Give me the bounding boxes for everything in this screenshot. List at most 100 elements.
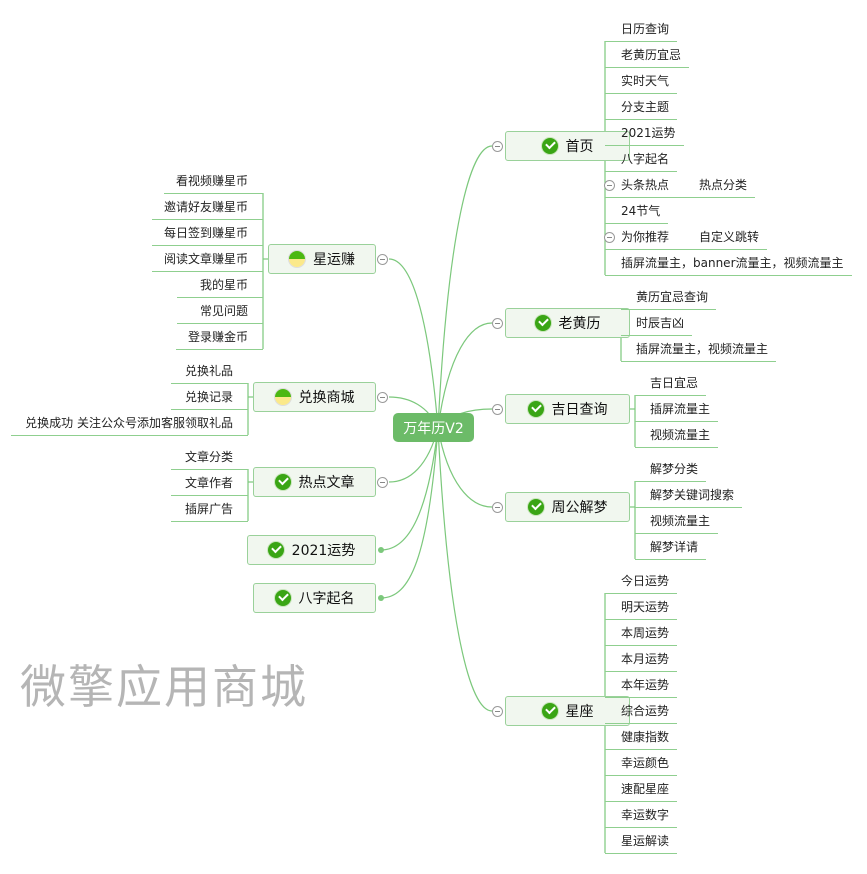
child-label: 时辰吉凶 [636, 316, 685, 330]
check-icon [527, 401, 544, 417]
child-item[interactable]: 黄历宜忌查询 [621, 285, 717, 310]
left-node-3[interactable]: 2021运势 [247, 535, 376, 565]
child-item[interactable]: 吉日宜忌 [635, 371, 707, 396]
collapse-toggle[interactable] [492, 141, 503, 152]
connector [380, 427, 439, 551]
child-label: 今日运势 [621, 574, 670, 588]
child-item[interactable]: 看视频赚星币 [163, 169, 263, 194]
collapse-toggle[interactable] [492, 404, 503, 415]
root-node[interactable]: 万年历V2 [393, 413, 474, 442]
child-label: 视频流量主 [650, 514, 711, 528]
child-item[interactable]: 兑换记录 [170, 385, 248, 410]
child-label: 解梦关键词搜索 [650, 488, 735, 502]
child-item[interactable]: 登录赚金币 [175, 325, 263, 350]
child-item[interactable]: 插屏广告 [170, 497, 248, 522]
child-item[interactable]: 文章分类 [170, 445, 248, 470]
child-label: 幸运数字 [621, 808, 670, 822]
connector [437, 322, 493, 429]
child-item[interactable]: 解梦分类 [635, 457, 707, 482]
child-item[interactable]: 插屏流量主，banner流量主，视频流量主 [605, 251, 852, 276]
sub-item-label[interactable]: 自定义跳转 [699, 230, 760, 244]
node-label: 八字起名 [298, 591, 355, 607]
child-label: 登录赚金币 [187, 330, 248, 344]
child-label: 兑换成功 关注公众号添加客服领取礼品 [25, 416, 233, 430]
child-label: 分支主题 [621, 100, 670, 114]
child-item[interactable]: 邀请好友赚星币 [151, 195, 263, 220]
child-item[interactable]: 老黄历宜忌 [605, 43, 690, 68]
child-item[interactable]: 解梦详请 [635, 535, 707, 560]
child-item[interactable]: 本月运势 [605, 647, 678, 672]
child-label: 实时天气 [621, 74, 670, 88]
child-label: 视频流量主 [650, 428, 711, 442]
watermark: 微擎应用商城 [20, 660, 308, 714]
collapse-toggle[interactable] [604, 232, 615, 243]
child-item[interactable]: 兑换礼品 [170, 359, 248, 384]
right-node-3[interactable]: 周公解梦 [505, 492, 630, 522]
child-item[interactable]: 健康指数 [605, 725, 678, 750]
left-node-2[interactable]: 热点文章 [253, 467, 376, 497]
child-item[interactable]: 2021运势 [605, 121, 684, 146]
collapse-toggle[interactable] [377, 392, 388, 403]
child-item[interactable]: 24节气 [605, 199, 669, 224]
child-item[interactable]: 速配星座 [605, 777, 678, 802]
child-item[interactable]: 星运解读 [605, 829, 678, 854]
node-label: 老黄历 [558, 316, 601, 332]
child-item[interactable]: 头条热点热点分类 [605, 173, 756, 198]
left-node-1[interactable]: 兑换商城 [253, 382, 376, 412]
child-label: 我的星币 [199, 278, 248, 292]
left-node-4[interactable]: 八字起名 [253, 583, 376, 613]
child-item[interactable]: 本周运势 [605, 621, 678, 646]
child-label: 健康指数 [621, 730, 670, 744]
child-item[interactable]: 阅读文章赚星币 [151, 247, 263, 272]
child-label: 插屏流量主 [650, 402, 711, 416]
child-item[interactable]: 解梦关键词搜索 [635, 483, 743, 508]
collapse-toggle[interactable] [377, 254, 388, 265]
child-item[interactable]: 八字起名 [605, 147, 678, 172]
child-item[interactable]: 日历查询 [605, 17, 678, 42]
child-item[interactable]: 综合运势 [605, 699, 678, 724]
collapse-toggle[interactable] [492, 502, 503, 513]
child-label: 插屏流量主，视频流量主 [636, 342, 769, 356]
child-label: 每日签到赚星币 [163, 226, 248, 240]
node-label: 兑换商城 [298, 390, 355, 406]
collapse-toggle[interactable] [604, 180, 615, 191]
collapse-toggle[interactable] [492, 318, 503, 329]
child-item[interactable]: 我的星币 [177, 273, 263, 298]
node-label: 周公解梦 [551, 500, 608, 516]
connector [437, 427, 493, 712]
child-item[interactable]: 插屏流量主，视频流量主 [621, 337, 777, 362]
child-item[interactable]: 明天运势 [605, 595, 678, 620]
right-node-1[interactable]: 老黄历 [505, 308, 630, 338]
collapse-toggle[interactable] [492, 706, 503, 717]
child-item[interactable]: 常见问题 [177, 299, 263, 324]
child-item[interactable]: 文章作者 [170, 471, 248, 496]
child-item[interactable]: 视频流量主 [635, 423, 719, 448]
child-item[interactable]: 幸运数字 [605, 803, 678, 828]
child-item[interactable]: 每日签到赚星币 [151, 221, 263, 246]
child-label: 为你推荐 [621, 230, 670, 244]
right-node-4[interactable]: 星座 [505, 696, 630, 726]
connector [437, 427, 493, 508]
child-item[interactable]: 时辰吉凶 [621, 311, 693, 336]
child-item[interactable]: 兑换成功 关注公众号添加客服领取礼品 [11, 411, 248, 436]
child-item[interactable]: 分支主题 [605, 95, 678, 120]
child-item[interactable]: 实时天气 [605, 69, 678, 94]
child-label: 插屏流量主，banner流量主，视频流量主 [621, 256, 844, 270]
child-item[interactable]: 插屏流量主 [635, 397, 719, 422]
collapse-toggle[interactable] [377, 477, 388, 488]
child-label: 兑换记录 [184, 390, 233, 404]
child-label: 本周运势 [621, 626, 670, 640]
child-item[interactable]: 本年运势 [605, 673, 678, 698]
child-item[interactable]: 视频流量主 [635, 509, 719, 534]
right-node-0[interactable]: 首页 [505, 131, 630, 161]
child-item[interactable]: 幸运颜色 [605, 751, 678, 776]
left-node-0[interactable]: 星运赚 [268, 244, 376, 274]
child-label: 速配星座 [621, 782, 670, 796]
child-label: 24节气 [621, 204, 661, 218]
right-node-2[interactable]: 吉日查询 [505, 394, 630, 424]
sub-item-label[interactable]: 热点分类 [699, 178, 748, 192]
child-item[interactable]: 今日运势 [605, 569, 678, 594]
connector [437, 145, 493, 429]
child-item[interactable]: 为你推荐 自定义跳转 [605, 225, 768, 250]
node-label: 热点文章 [298, 475, 355, 491]
